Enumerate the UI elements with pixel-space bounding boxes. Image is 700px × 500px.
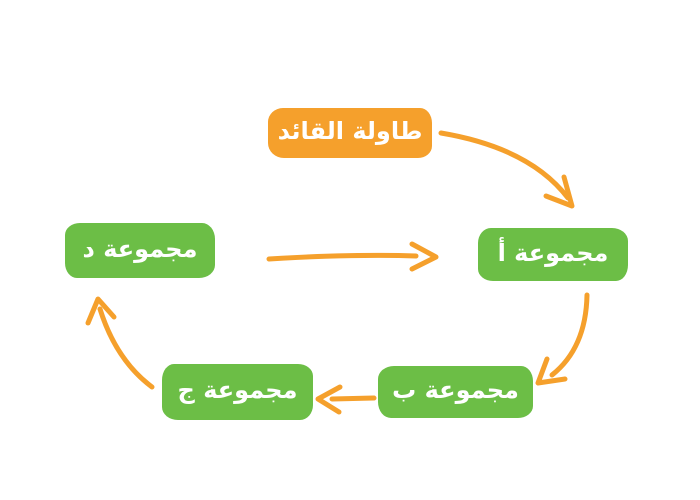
arrow-group-d-to-group-a xyxy=(266,241,439,272)
node-group-c-label: مجموعة ج xyxy=(177,376,298,404)
node-leader-table-label: طاولة القائد xyxy=(277,117,423,145)
node-group-a-label: مجموعة أ xyxy=(497,238,609,267)
arrow-group-c-to-group-d xyxy=(85,296,155,390)
node-group-d: مجموعة د xyxy=(65,223,215,278)
node-group-b-label: مجموعة ب xyxy=(392,376,519,404)
node-group-a: مجموعة أ xyxy=(478,228,628,281)
node-group-c: مجموعة ج xyxy=(162,364,313,420)
arrow-group-a-to-group-b xyxy=(535,292,590,386)
arrow-group-b-to-group-c xyxy=(315,384,377,415)
arrow-leader-to-group-a xyxy=(438,130,575,209)
node-group-d-label: مجموعة د xyxy=(82,234,198,263)
node-group-b: مجموعة ب xyxy=(378,366,533,418)
node-leader-table: طاولة القائد xyxy=(268,108,432,158)
